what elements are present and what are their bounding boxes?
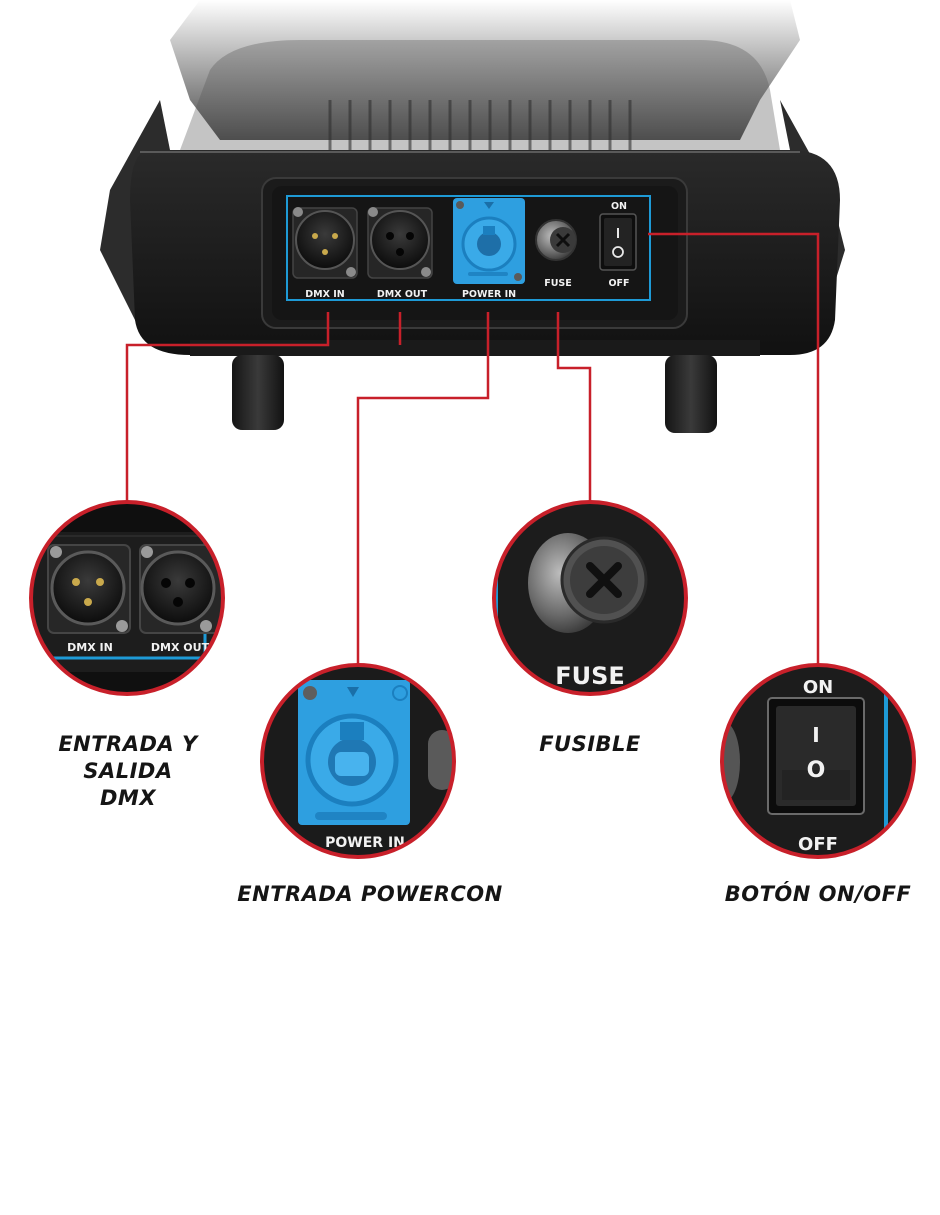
zoom-power-switch: I O ON OFF <box>720 663 916 859</box>
zoom-label-dmx-in: DMX IN <box>67 641 113 654</box>
caption-dmx-line2: DMX <box>99 786 157 810</box>
zoom-label-switch-on: ON <box>803 677 833 698</box>
zoom-fuse-holder: FUSE <box>492 500 688 696</box>
panel-label-switch-on: ON <box>611 201 627 212</box>
zoom-label-dmx-out: DMX OUT <box>151 641 210 654</box>
zoom-switch-on-glyph: I <box>812 723 819 747</box>
device-body <box>100 0 845 356</box>
panel-label-dmx-out: DMX OUT <box>377 289 428 300</box>
caption-powercon: ENTRADA POWERCON <box>237 882 503 906</box>
panel-label-power-in: POWER IN <box>462 289 516 300</box>
panel-dmx-out-connector <box>367 207 433 279</box>
callout-lines <box>125 232 820 665</box>
zoom-label-switch-off: OFF <box>798 834 838 855</box>
caption-switch: BOTÓN ON/OFF <box>724 882 912 906</box>
caption-dmx-line1: ENTRADA Y SALIDA <box>58 732 198 783</box>
device-leg-left <box>232 355 284 430</box>
zoom-powercon-input: POWER IN <box>260 663 456 859</box>
zoom-dmx-connectors: DMX IN DMX OUT <box>29 500 225 696</box>
device-leg-right <box>665 355 717 433</box>
panel-power-switch <box>599 213 637 271</box>
panel-powercon-connector <box>453 198 525 284</box>
panel-label-dmx-in: DMX IN <box>305 289 345 300</box>
panel-label-fuse: FUSE <box>544 278 572 289</box>
panel-label-switch-off: OFF <box>608 278 629 289</box>
caption-fuse: FUSIBLE <box>539 732 641 756</box>
panel-dmx-in-connector <box>292 207 358 279</box>
caption-dmx: ENTRADA Y SALIDA DMX <box>10 731 246 812</box>
zoom-label-fuse: FUSE <box>555 662 625 690</box>
zoom-switch-off-glyph: O <box>807 758 826 783</box>
panel-fuse-holder <box>535 219 577 261</box>
zoom-label-power-in: POWER IN <box>325 835 405 851</box>
